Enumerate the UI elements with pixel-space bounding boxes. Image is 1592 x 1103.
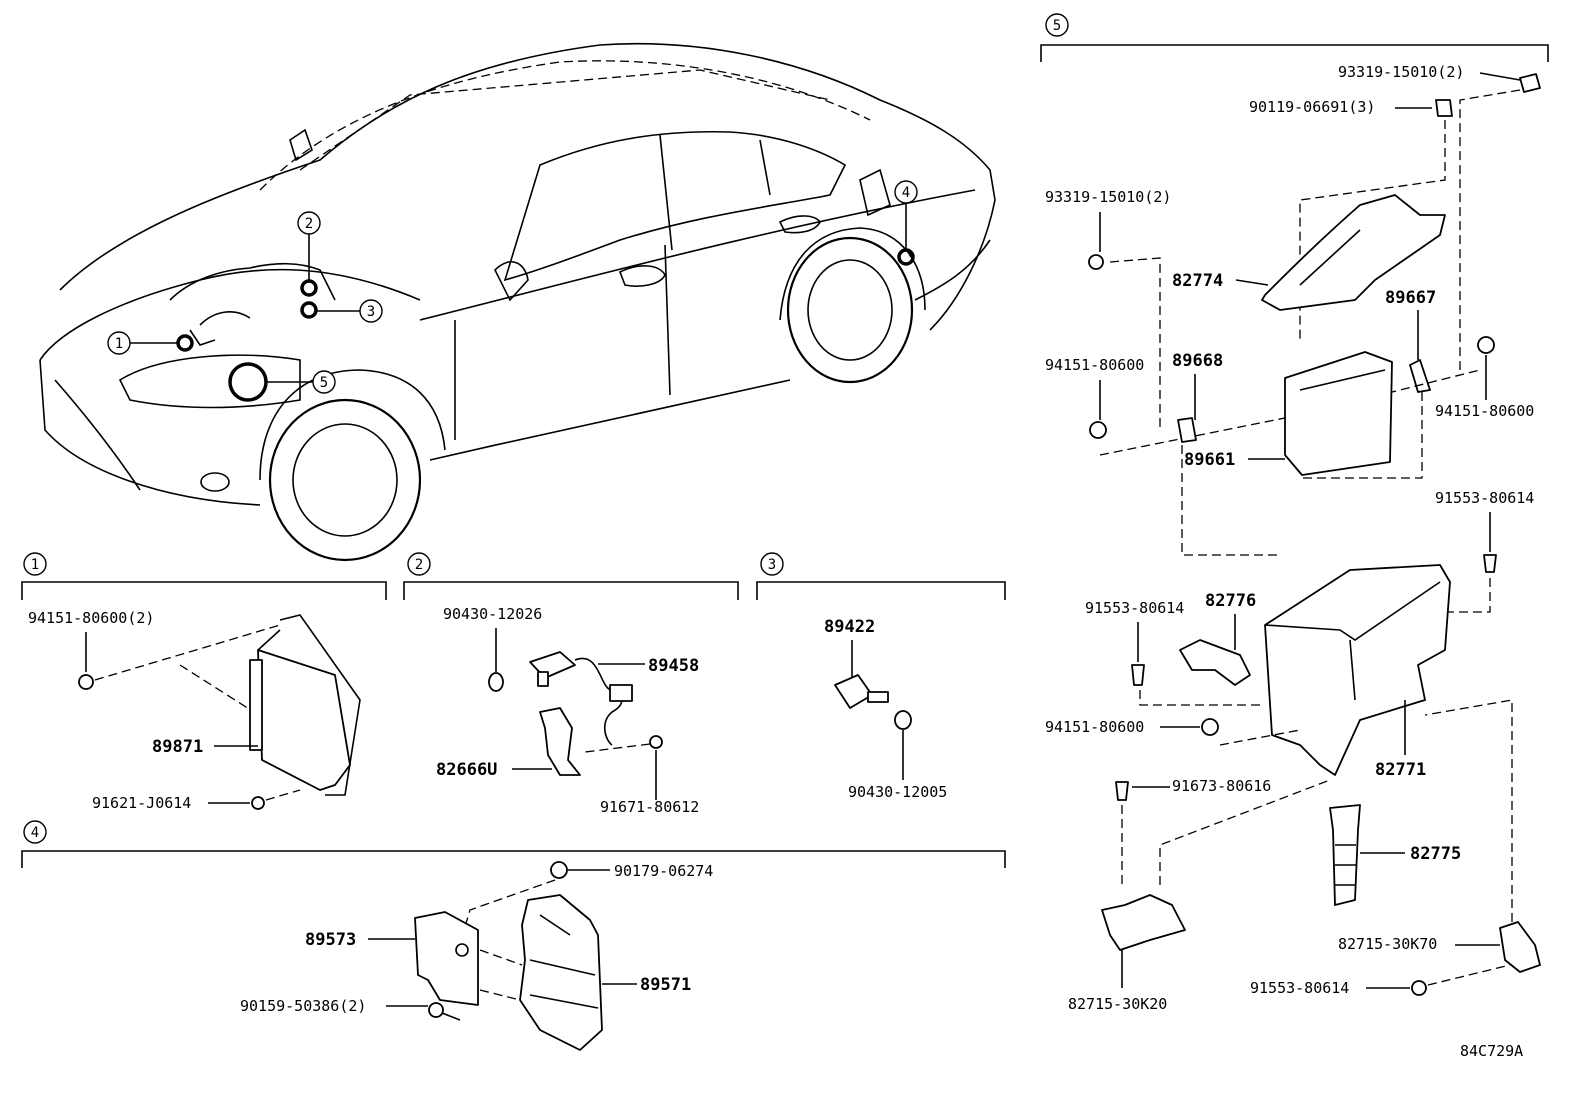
s5-clamp-l-label: 82715-30K20	[1068, 995, 1167, 1013]
locator-dot-5	[228, 362, 268, 402]
s5-nut-left-label: 94151-80600	[1045, 356, 1144, 374]
s5-hose-label: 82775	[1410, 844, 1461, 864]
s5-bolt-right-label: 91553-80614	[1435, 489, 1534, 507]
locator-dot-2	[300, 279, 318, 297]
s5-bracket-r-part[interactable]	[1409, 359, 1431, 393]
locator-2-circle[interactable]	[297, 211, 321, 235]
section-5-number: 5	[1053, 18, 1061, 34]
s5-bracket-l-label: 89668	[1172, 351, 1223, 371]
s5-bolt-top-label: 93319-15010(2)	[1338, 63, 1464, 81]
s5-bolt-left-label: 93319-15010(2)	[1045, 188, 1171, 206]
s3-gasket-label: 90430-12005	[848, 783, 947, 801]
s5-duct-part[interactable]	[1179, 639, 1251, 686]
s5-nut-left-part[interactable]	[1089, 421, 1107, 439]
s5-screw-top-part[interactable]	[1435, 99, 1453, 117]
s2-bolt-label: 91671-80612	[600, 798, 699, 816]
section-4: 4 90179-06274 89573 89571 90159-50386(2)	[21, 820, 1006, 1051]
s5-bolt-left2-label: 91553-80614	[1085, 599, 1184, 617]
figure-code: 84C729A	[1460, 1042, 1523, 1060]
s5-bolt-right-part[interactable]	[1483, 554, 1497, 573]
locator-3-circle[interactable]	[359, 299, 383, 323]
locator-dot-3	[300, 301, 318, 319]
s4-nut-part[interactable]	[550, 861, 568, 879]
section-3: 3 89422 90430-12005	[756, 552, 1006, 801]
s5-bracket-l-part[interactable]	[1177, 417, 1197, 443]
s4-bolt-part[interactable]	[428, 1002, 444, 1018]
s5-bolt-left2-part[interactable]	[1131, 664, 1145, 686]
s5-clamp-r-part[interactable]	[1499, 921, 1541, 973]
s5-duct-label: 82776	[1205, 591, 1256, 611]
s5-ecu-part[interactable]	[1284, 351, 1393, 476]
section-5: 5 93319-15010(2) 90119-06691(3) 93319-15…	[1040, 13, 1549, 1013]
s5-ecu-label: 89661	[1184, 450, 1235, 470]
s2-sensor-part[interactable]	[529, 651, 576, 679]
s1-bolt-part[interactable]	[251, 796, 265, 810]
s2-bolt-part[interactable]	[649, 735, 663, 749]
car-overview-drawing	[39, 42, 996, 562]
s1-ecu-label: 89871	[152, 737, 203, 757]
locator-1-circle[interactable]	[107, 331, 131, 355]
s5-screw-top-label: 90119-06691(3)	[1249, 98, 1375, 116]
section-3-number: 3	[768, 557, 776, 573]
section-1: 1 94151-80600(2) 89871 91621-J0614	[21, 552, 387, 812]
s5-bolt-bottom-label: 91553-80614	[1250, 979, 1349, 997]
s2-gasket-label: 90430-12026	[443, 605, 542, 623]
locator-4-circle[interactable]	[894, 180, 918, 204]
locator-4-label: 4	[902, 185, 910, 201]
section-4-number: 4	[31, 825, 39, 841]
section-2-number: 2	[415, 557, 423, 573]
s5-bolt-bottom-part[interactable]	[1411, 980, 1427, 996]
s5-nut-right-label: 94151-80600	[1435, 402, 1534, 420]
s4-nut-label: 90179-06274	[614, 862, 713, 880]
locator-3-label: 3	[367, 304, 375, 320]
s5-clamp-r-label: 82715-30K70	[1338, 935, 1437, 953]
section-3-badge[interactable]	[760, 552, 784, 576]
s5-bracket-r-label: 89667	[1385, 288, 1436, 308]
s1-bolt-label: 91621-J0614	[92, 794, 191, 812]
s5-hose-part[interactable]	[1329, 804, 1361, 906]
s5-box-label: 82771	[1375, 760, 1426, 780]
s2-bracket-part[interactable]	[539, 707, 581, 776]
locator-2-label: 2	[305, 216, 313, 232]
s4-bolt-label: 90159-50386(2)	[240, 997, 366, 1015]
section-1-badge[interactable]	[23, 552, 47, 576]
s4-bracket-label: 89573	[305, 930, 356, 950]
section-1-number: 1	[31, 557, 39, 573]
s5-cover-part[interactable]	[1261, 194, 1446, 311]
s3-sensor-label: 89422	[824, 617, 875, 637]
s5-nut-right-part[interactable]	[1477, 336, 1495, 354]
s5-bolt-lower-label: 91673-80616	[1172, 777, 1271, 795]
section-2: 2 90430-12026 89458 82666U 91671-80612	[403, 552, 739, 816]
locator-1-label: 1	[115, 336, 123, 352]
section-5-badge[interactable]	[1045, 13, 1069, 37]
s5-bolt-left-part[interactable]	[1088, 254, 1104, 270]
locator-5-circle[interactable]	[312, 370, 336, 394]
section-2-badge[interactable]	[407, 552, 431, 576]
s2-sensor-label: 89458	[648, 656, 699, 676]
s2-bracket-label: 82666U	[436, 760, 497, 780]
s1-nut-label: 94151-80600(2)	[28, 609, 154, 627]
s1-nut-part[interactable]	[78, 674, 94, 690]
s3-gasket-part[interactable]	[894, 710, 912, 730]
s4-module-part[interactable]	[519, 894, 603, 1051]
s5-clamp-l-part[interactable]	[1101, 894, 1186, 951]
s4-module-label: 89571	[640, 975, 691, 995]
s5-bolt-top-part[interactable]	[1519, 73, 1541, 93]
s5-bolt-lower-part[interactable]	[1115, 781, 1129, 801]
s1-ecu-part[interactable]	[257, 649, 351, 791]
car-locators: 1 2 3 4 5	[107, 180, 918, 402]
s3-sensor-part[interactable]	[834, 674, 873, 709]
s5-box-part[interactable]	[1264, 564, 1451, 776]
section-4-badge[interactable]	[23, 820, 47, 844]
locator-dot-1	[176, 334, 194, 352]
s5-nut-lower-label: 94151-80600	[1045, 718, 1144, 736]
locator-5-label: 5	[320, 375, 328, 391]
s5-cover-label: 82774	[1172, 271, 1223, 291]
s4-bracket-part[interactable]	[414, 911, 479, 1006]
s2-gasket-part[interactable]	[488, 672, 504, 692]
s5-nut-lower-part[interactable]	[1201, 718, 1219, 736]
